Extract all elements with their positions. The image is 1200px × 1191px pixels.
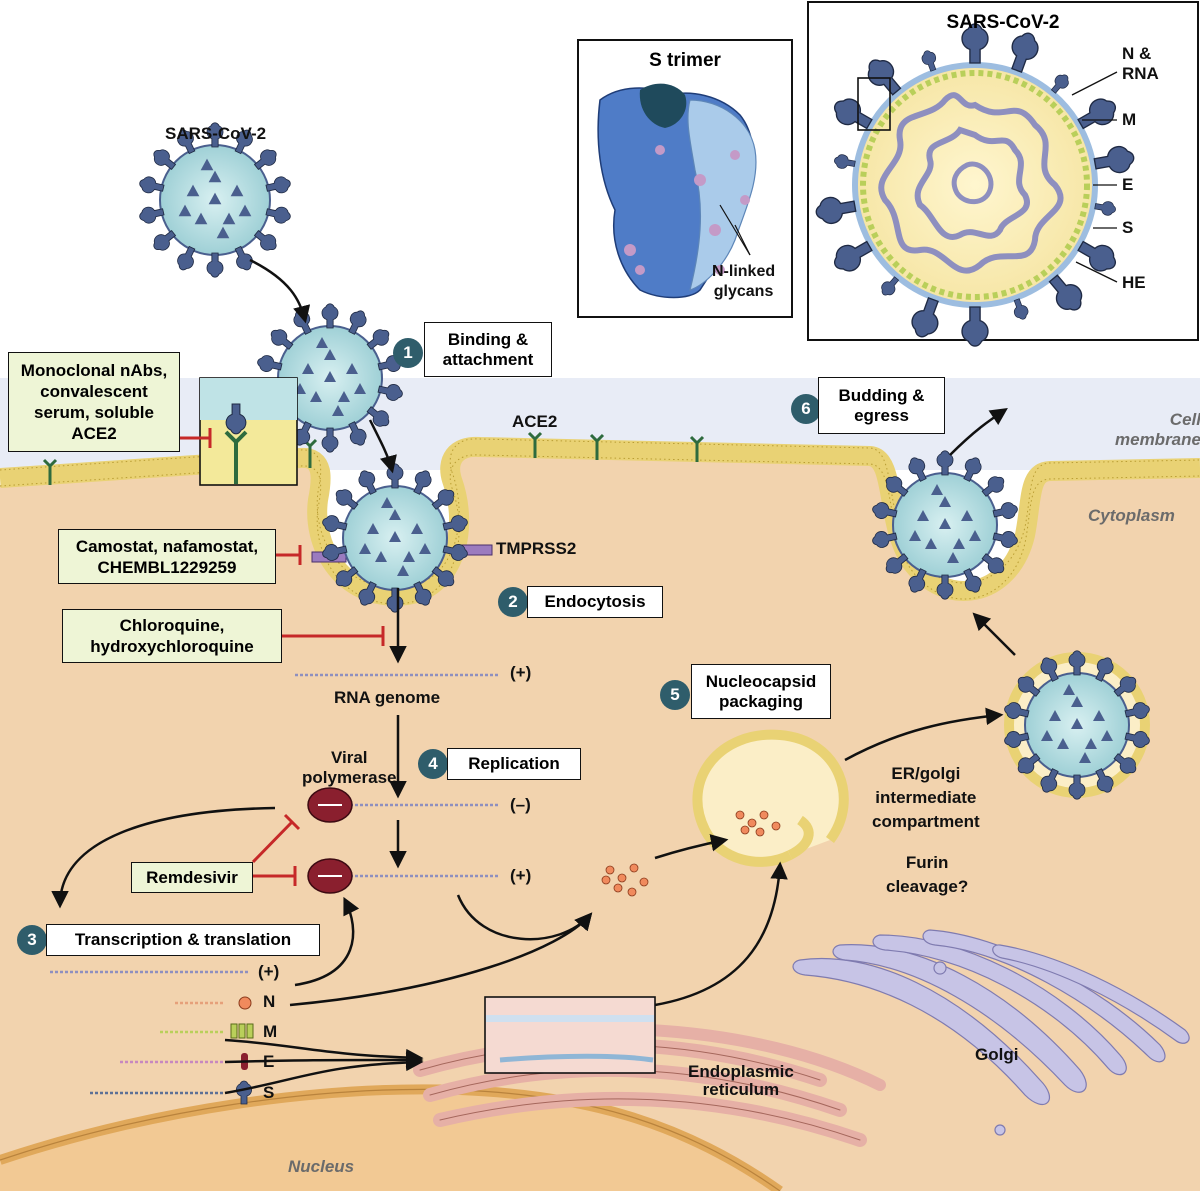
er-golgi-label: ER/golgi intermediate compartment (872, 764, 980, 831)
flow-arrows (51, 258, 1016, 1095)
protein-label-n: N (263, 992, 276, 1011)
s-trimer-structure (597, 83, 757, 299)
drug-box-remdesivir: Remdesivir (131, 862, 253, 893)
rna-minus: (–) (510, 795, 531, 814)
drug-box-antibodies: Monoclonal nAbs, convalescent serum, sol… (8, 352, 180, 452)
golgi-label: Golgi (975, 1045, 1019, 1064)
protein-label-m: M (263, 1022, 278, 1041)
virion-label-he: HE (1122, 273, 1146, 292)
cell-membrane (0, 436, 1200, 607)
step-badge-3: 3 (17, 925, 47, 955)
drug-box-chloroquine: Chloroquine, hydroxychloroquine (62, 609, 282, 663)
nucleus-label: Nucleus (288, 1157, 355, 1176)
ergic-compartment (692, 729, 849, 867)
s-trimer-title: S trimer (649, 50, 721, 71)
inhibitor-lines (180, 428, 385, 886)
virus-budding (870, 450, 1020, 600)
cell-membrane-label: Cell membrane (1115, 410, 1200, 449)
n-linked-glycans-label: N-linked glycans (712, 263, 776, 300)
protein-label-e: E (263, 1052, 275, 1071)
step-label-nucleocapsid: Nucleocapsid packaging (691, 664, 831, 719)
furin-cleavage-label: Furin cleavage? (886, 853, 969, 896)
virus-incoming (137, 122, 293, 278)
virion-title: SARS-CoV-2 (946, 12, 1060, 33)
virion-inset-marker (857, 77, 891, 131)
cytoplasm-label: Cytoplasm (1088, 506, 1175, 525)
attachment-inset (199, 377, 298, 486)
rna-strands (50, 673, 500, 1095)
tmprss2-label: TMPRSS2 (496, 539, 577, 558)
viral-polymerase-icons (307, 787, 353, 894)
nucleocapsid (601, 863, 649, 897)
rna-genome-label: RNA genome (334, 688, 441, 707)
step-label-replication: Replication (447, 748, 581, 780)
step-label-budding: Budding & egress (818, 377, 945, 434)
protein-icons (230, 996, 254, 1105)
step-badge-6: 6 (791, 394, 821, 424)
step-badge-2: 2 (498, 587, 528, 617)
virion-structure (813, 23, 1137, 347)
step-badge-4: 4 (418, 749, 448, 779)
er-inset (484, 996, 656, 1074)
virion-leader-lines (1071, 71, 1118, 283)
rna-plus-1: (+) (510, 663, 532, 682)
virion-label-s: S (1122, 218, 1134, 237)
golgi-apparatus (792, 929, 1190, 1136)
step-label-endocytosis: Endocytosis (527, 586, 663, 618)
ace2-label: ACE2 (512, 412, 558, 431)
virion-label-e: E (1122, 175, 1134, 194)
virus-endosome (320, 463, 470, 613)
virus-top-label: SARS-CoV-2 (165, 124, 267, 143)
rna-plus-2: (+) (510, 866, 532, 885)
er-label: Endoplasmic reticulum (688, 1062, 794, 1099)
viral-polymerase-label: Viral polymerase (302, 748, 397, 787)
step-label-transcription: Transcription & translation (46, 924, 320, 956)
step-badge-1: 1 (393, 338, 423, 368)
rna-plus-3: (+) (258, 962, 280, 981)
virion-label-n-rna: N & RNA (1122, 44, 1159, 83)
protein-label-s: S (263, 1083, 275, 1102)
drug-box-protease-inhibitors: Camostat, nafamostat, CHEMBL1229259 (58, 529, 276, 584)
step-badge-5: 5 (660, 680, 690, 710)
virion-label-m: M (1122, 110, 1137, 129)
virus-vesicle (1002, 650, 1152, 800)
step-label-binding: Binding & attachment (424, 322, 552, 377)
